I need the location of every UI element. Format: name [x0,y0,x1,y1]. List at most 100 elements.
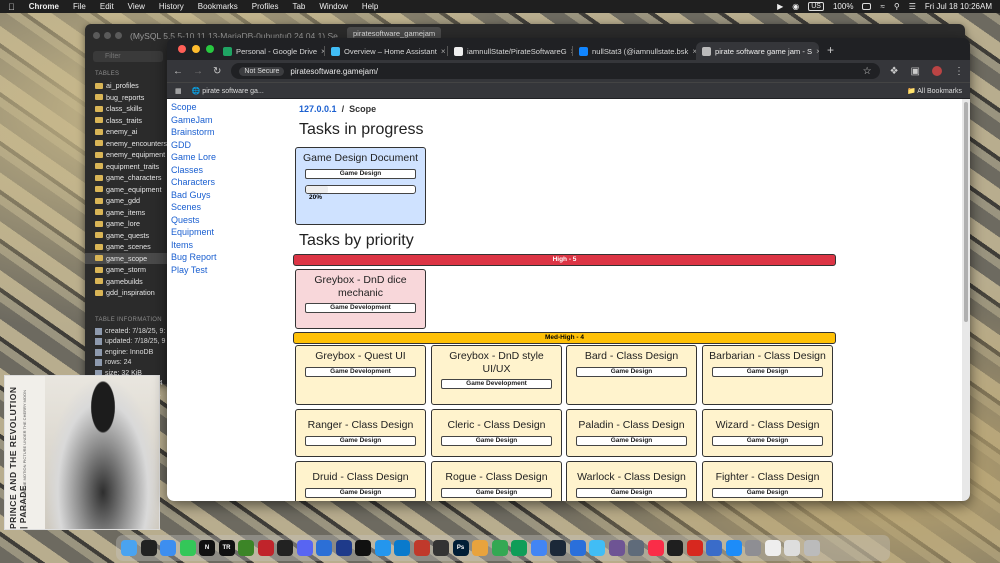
profile-avatar[interactable] [932,66,942,76]
scrollbar-thumb[interactable] [964,102,968,322]
music-icon[interactable] [647,540,664,556]
security-indicator[interactable]: Not Secure [239,66,285,76]
apple-icon[interactable]:  [8,2,15,12]
browser-tab[interactable]: iamnullState/PirateSoftwareG× [448,42,573,60]
zoom-window-button[interactable] [206,45,214,53]
table-list-item[interactable]: bug_reports [85,92,167,104]
menu-app-name[interactable]: Chrome [22,2,59,11]
all-bookmarks-button[interactable]: 📁 All Bookmarks [907,87,962,95]
appstore-icon[interactable] [725,540,742,556]
steam-icon[interactable] [550,540,566,556]
github-icon[interactable] [608,540,625,556]
nav-link-bad-guys[interactable]: Bad Guys [171,189,211,200]
address-bar[interactable]: Not Secure piratesoftware.gamejam/ ☆ [231,63,880,79]
console-icon[interactable] [355,540,371,556]
table-filter-input[interactable]: Filter [93,51,163,62]
simulator-icon[interactable] [628,540,644,556]
nav-link-equipment[interactable]: Equipment [171,227,215,237]
table-list-item[interactable]: game_equipment [85,184,167,196]
table-list-item[interactable]: enemy_equipment [85,149,167,161]
table-list-item[interactable]: game_scope [85,252,167,264]
vscode-icon[interactable] [394,540,410,556]
breadcrumb-root-link[interactable]: 127.0.0.1 [299,104,337,114]
menu-view[interactable]: View [120,2,145,11]
clock[interactable]: Fri Jul 18 10:26AM [924,2,992,11]
tab-close-icon[interactable]: × [692,46,696,56]
table-list-item[interactable]: game_storm [85,264,167,276]
chrome-icon[interactable] [472,540,488,556]
bookmark-star-icon[interactable]: ☆ [862,65,872,77]
table-list-item[interactable]: game_characters [85,172,167,184]
docker-icon[interactable] [374,540,391,556]
controller-icon[interactable] [569,540,586,556]
table-list-item[interactable]: equipment_traits [85,161,167,173]
docs-icon[interactable] [530,540,547,556]
nav-link-bug-report[interactable]: Bug Report [171,252,217,262]
nav-link-scenes[interactable]: Scenes [171,202,202,212]
browser-tab[interactable]: Overview – Home Assistant× [325,42,448,60]
trash-icon[interactable] [803,540,820,556]
bookmark-item[interactable]: 🌐 pirate software ga... [192,87,264,95]
database-selector[interactable]: piratesoftware_gamejam [347,27,442,40]
menu-help[interactable]: Help [355,2,378,11]
table-list-item[interactable]: enemy_ai [85,126,167,138]
menu-file[interactable]: File [66,2,86,11]
db-close-button[interactable] [93,32,100,39]
onlyoffice-icon[interactable] [335,540,352,556]
nav-link-scope[interactable]: Scope [171,102,197,112]
browser-tab[interactable]: nullStat3 (@iamnullstate.bsk× [573,42,696,60]
proxyman-icon[interactable] [316,540,332,556]
discord-icon[interactable] [296,540,313,556]
browser-tab[interactable]: Personal - Google Drive× [217,42,325,60]
nav-link-game-lore[interactable]: Game Lore [171,152,217,162]
sequelace-icon[interactable] [413,540,430,556]
terminal-icon[interactable] [277,540,293,556]
table-list-item[interactable]: game_scenes [85,241,167,253]
apps-icon[interactable]: ▦ [175,87,182,95]
menu-window[interactable]: Window [312,2,347,11]
acrobat-icon[interactable] [686,540,703,556]
flags-icon[interactable] [706,540,722,556]
table-list-item[interactable]: game_gdd [85,195,167,207]
notes-icon[interactable] [764,540,781,556]
db-zoom-button[interactable] [115,32,122,39]
tr-icon[interactable]: TR [218,540,235,556]
chrome-menu-icon[interactable]: ⋮ [954,65,964,77]
menu-bookmarks[interactable]: Bookmarks [191,2,238,11]
table-list-item[interactable]: game_quests [85,230,167,242]
nav-link-gdd[interactable]: GDD [171,139,191,150]
page-scrollbar[interactable] [962,99,970,501]
table-list-item[interactable]: class_skills [85,103,167,115]
table-list-item[interactable]: game_lore [85,218,167,230]
mail-icon[interactable] [160,540,176,556]
close-window-button[interactable] [178,45,186,53]
table-list-item[interactable]: game_items [85,207,167,219]
nav-link-classes[interactable]: Classes [171,164,204,175]
side-panel-icon[interactable]: ▣ [910,65,920,77]
input-source[interactable]: US [808,2,824,11]
table-list-item[interactable]: enemy_encounters [85,138,167,150]
browser-tab[interactable]: pirate software game jam - S× [696,42,819,60]
tab-close-icon[interactable]: × [571,47,573,56]
nav-link-gamejam[interactable]: GameJam [171,114,213,125]
table-list-item[interactable]: gamebuilds [85,276,167,288]
screenshot-icon[interactable] [784,540,800,556]
table-list-item[interactable]: gdd_inspiration [85,287,167,299]
play-icon[interactable]: ▶ [777,2,784,11]
minimize-window-button[interactable] [192,45,200,53]
task-card[interactable]: Game Design Document Game Design 20% [295,147,426,225]
tab-close-icon[interactable]: × [321,47,325,56]
back-icon[interactable]: ← [173,65,183,77]
table-list-item[interactable]: class_traits [85,115,167,127]
record-icon[interactable]: ◉ [792,2,800,11]
nav-link-characters[interactable]: Characters [171,177,216,187]
drive-icon[interactable] [491,540,508,556]
menu-profiles[interactable]: Profiles [245,2,279,11]
